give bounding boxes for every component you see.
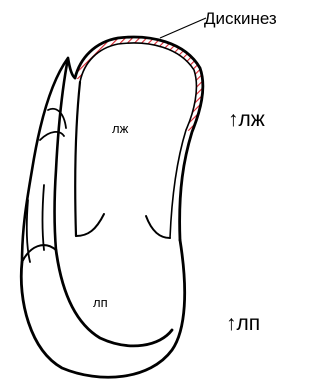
la-inner-label: лп bbox=[93, 295, 108, 310]
la-side-label: ↑лп bbox=[226, 312, 260, 335]
mitral-valve-posterior-leaflet bbox=[146, 216, 170, 238]
callout-leader-line bbox=[160, 18, 206, 38]
lv-inner-label: лж bbox=[112, 121, 129, 136]
lv-side-label: ↑лж bbox=[228, 108, 265, 131]
callout-label-dyskinesis: Дискинез bbox=[204, 9, 277, 28]
right-ventricle-outline bbox=[22, 58, 75, 262]
left-ventricle-septum-inner bbox=[75, 82, 80, 236]
mitral-valve-anterior-leaflet bbox=[76, 214, 104, 236]
